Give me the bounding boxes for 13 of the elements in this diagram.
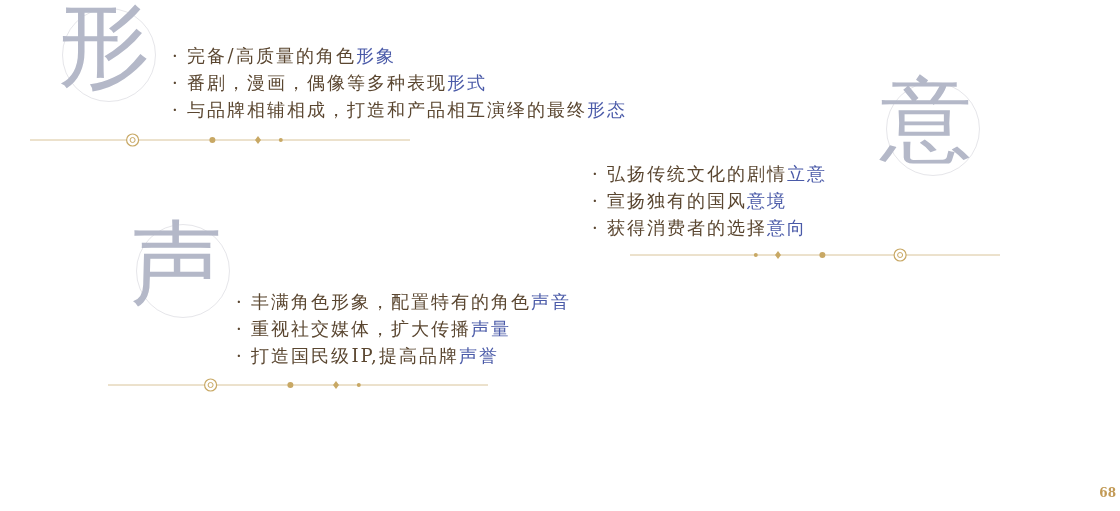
bullet-text: · 宣扬独有的国风意境 — [592, 189, 788, 213]
bullet-text: · 弘扬传统文化的剧情立意 — [592, 162, 828, 186]
bullet-text: · 丰满角色形象，配置特有的角色声音 — [236, 290, 572, 314]
chinese-character: 形 — [58, 0, 150, 92]
chinese-character: 声 — [130, 218, 222, 310]
page-number: 68 — [1099, 486, 1116, 500]
bullet-text: · 打造国民级IP,提高品牌声誉 — [236, 344, 499, 368]
bullet-text: · 重视社交媒体，扩大传播声量 — [236, 317, 512, 341]
bullet-text: · 番剧，漫画，偶像等多种表现形式 — [172, 71, 488, 95]
bullet-text: · 获得消费者的选择意向 — [592, 216, 808, 240]
chinese-character: 意 — [880, 74, 972, 166]
bullet-text: · 完备/高质量的角色形象 — [172, 44, 396, 68]
bullet-text: · 与品牌相辅相成，打造和产品相互演绎的最终形态 — [172, 98, 628, 122]
